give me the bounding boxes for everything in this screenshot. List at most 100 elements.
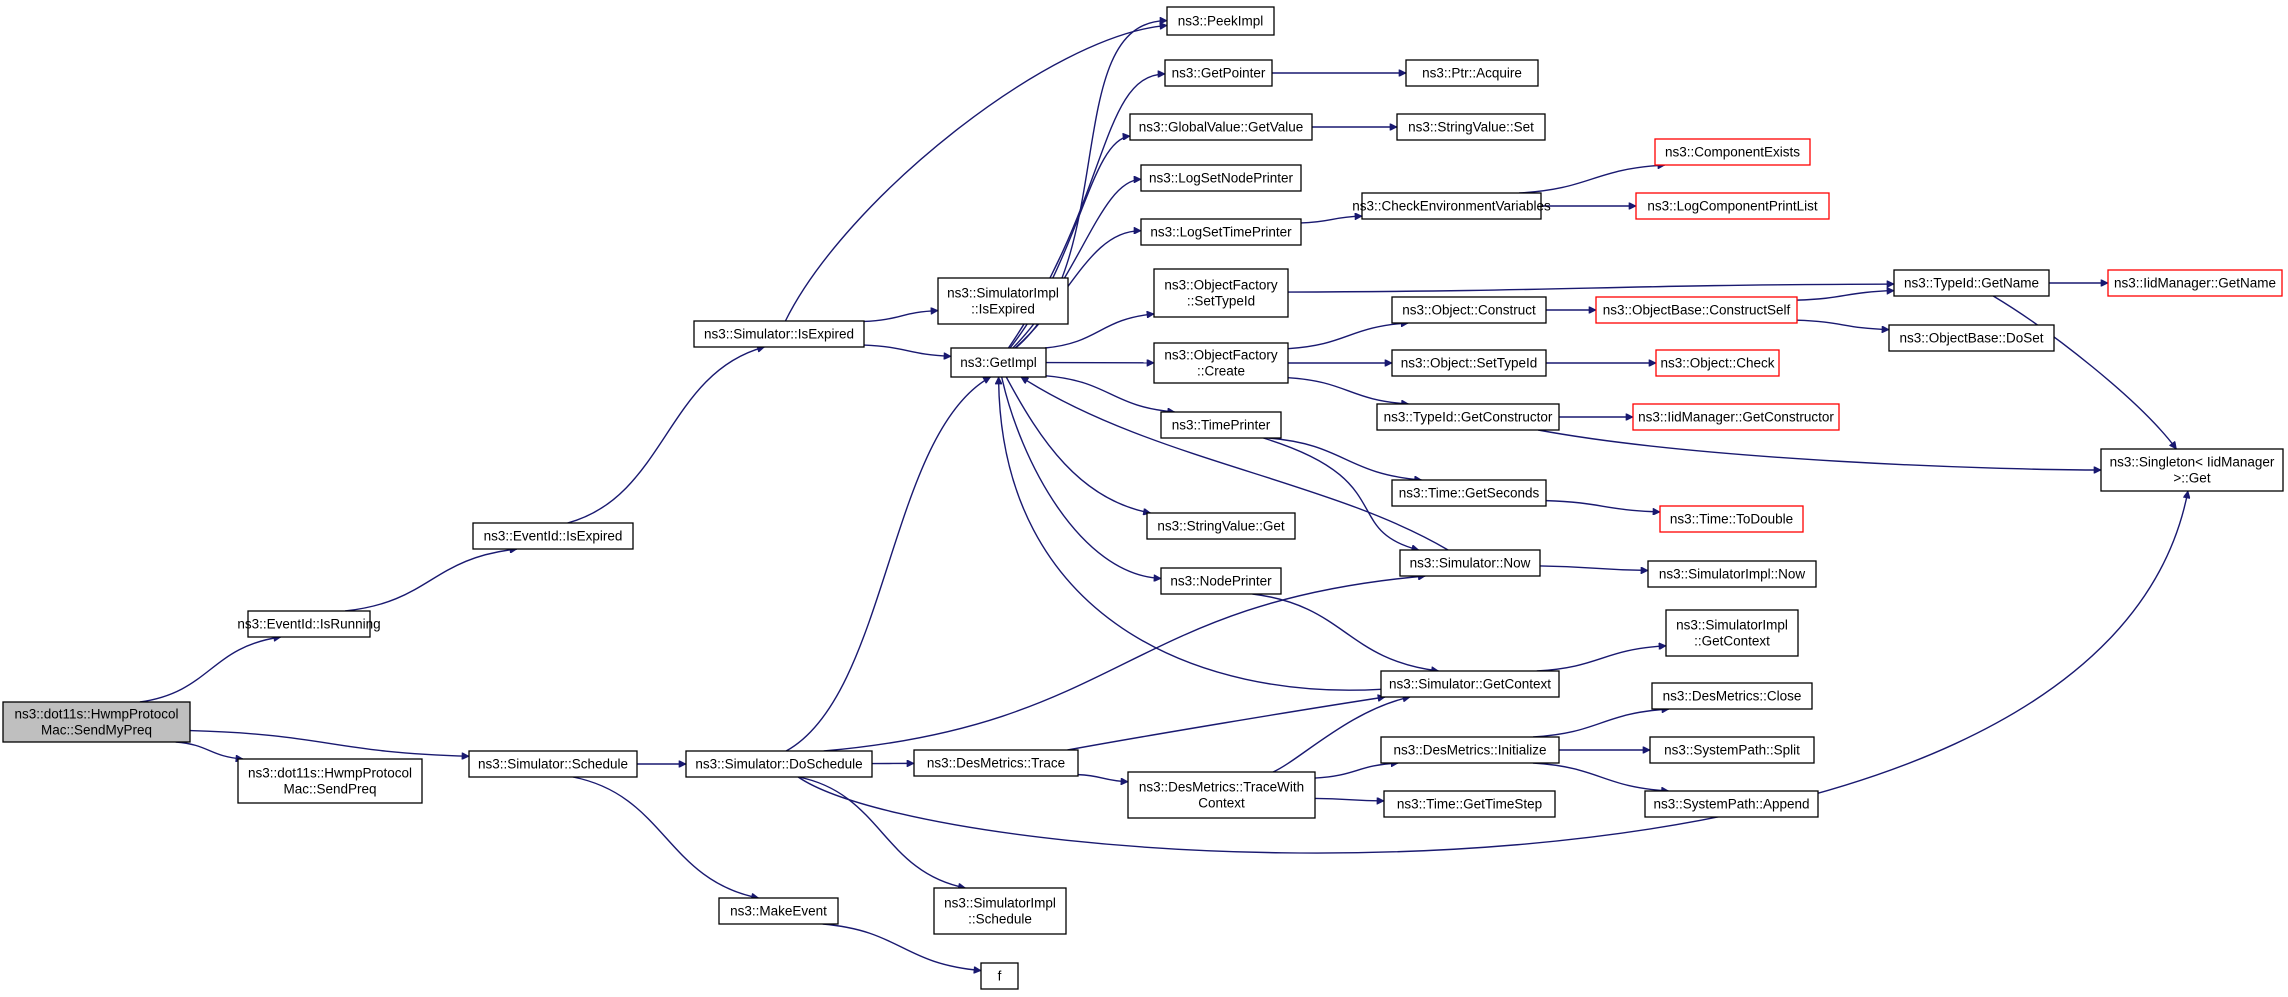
- node-eventid-isexpired[interactable]: ns3::EventId::IsExpired: [472, 522, 634, 550]
- node-simulator-now[interactable]: ns3::Simulator::Now: [1399, 549, 1541, 577]
- node-label: ns3::Simulator::Schedule: [478, 757, 628, 772]
- edge-simulator-getcontext-to-simulatorimpl-getcontext: [1536, 646, 1666, 672]
- node-peekimpl[interactable]: ns3::PeekImpl: [1166, 6, 1275, 36]
- node-box: [2, 701, 191, 743]
- node-label: ns3::ComponentExists: [1665, 145, 1800, 160]
- node-object-construct[interactable]: ns3::Object::Construct: [1391, 296, 1547, 324]
- edge-sendmypreq-to-eventid-isrunning: [139, 637, 281, 703]
- node-timeprinter[interactable]: ns3::TimePrinter: [1160, 411, 1282, 439]
- edge-simulator-getcontext-to-getimpl: [999, 377, 1382, 691]
- node-label: ns3::PeekImpl: [1178, 14, 1264, 29]
- edge-typeid-getconstructor-to-singleton-get: [1538, 429, 2101, 470]
- node-label: ns3::EventId::IsRunning: [237, 617, 380, 632]
- node-label: ns3::StringValue::Get: [1157, 519, 1285, 534]
- node-objectfactory-create[interactable]: ns3::ObjectFactory::Create: [1153, 342, 1289, 384]
- node-label: ns3::DesMetrics::Close: [1663, 689, 1802, 704]
- node-componentexists[interactable]: ns3::ComponentExists: [1654, 138, 1811, 166]
- node-label: ns3::Simulator::DoSchedule: [695, 757, 862, 772]
- edge-simulator-isexpired-to-simulatorimpl-isexpired: [863, 311, 938, 323]
- edges-layer: [139, 21, 2188, 971]
- node-box: [1383, 790, 1556, 818]
- node-label: ns3::GetImpl: [960, 355, 1037, 370]
- node-object-settypeid[interactable]: ns3::Object::SetTypeId: [1391, 349, 1547, 377]
- node-singleton-get[interactable]: ns3::Singleton< IidManager >::Get: [2100, 448, 2284, 492]
- node-logcomponentprintlist[interactable]: ns3::LogComponentPrintList: [1635, 192, 1830, 220]
- node-box: [1153, 268, 1289, 318]
- edge-simulator-isexpired-to-getimpl: [863, 344, 951, 356]
- node-simulatorimpl-getcontext[interactable]: ns3::SimulatorImpl::GetContext: [1665, 609, 1799, 657]
- node-label: Mac::SendPreq: [283, 782, 376, 797]
- node-label: ::Create: [1197, 364, 1245, 379]
- node-label: ns3::Simulator::GetContext: [1389, 677, 1551, 692]
- node-getimpl[interactable]: ns3::GetImpl: [950, 347, 1047, 378]
- node-box: [913, 749, 1079, 777]
- node-iidmanager-getname[interactable]: ns3::IidManager::GetName: [2107, 269, 2283, 297]
- node-simulatorimpl-now[interactable]: ns3::SimulatorImpl::Now: [1647, 560, 1817, 588]
- node-time-todouble[interactable]: ns3::Time::ToDouble: [1659, 505, 1804, 533]
- node-simulator-isexpired[interactable]: ns3::Simulator::IsExpired: [693, 320, 865, 348]
- edge-eventid-isexpired-to-simulator-isexpired: [567, 347, 765, 524]
- node-objectfactory-settypeid[interactable]: ns3::ObjectFactory::SetTypeId: [1153, 268, 1289, 318]
- node-systempath-split[interactable]: ns3::SystemPath::Split: [1649, 736, 1815, 764]
- node-stringvalue-set[interactable]: ns3::StringValue::Set: [1396, 113, 1546, 141]
- edge-objectfactory-create-to-typeid-getconstructor: [1287, 376, 1409, 404]
- node-box: [1632, 403, 1840, 431]
- node-objectbase-constructself[interactable]: ns3::ObjectBase::ConstructSelf: [1595, 296, 1798, 324]
- node-ptr-acquire[interactable]: ns3::Ptr::Acquire: [1405, 59, 1539, 87]
- node-label: ns3::MakeEvent: [730, 904, 827, 919]
- node-desmetrics-trace[interactable]: ns3::DesMetrics::Trace: [913, 749, 1079, 777]
- node-label: ns3::Simulator::IsExpired: [704, 327, 854, 342]
- node-box: [1651, 682, 1813, 710]
- node-time-gettimestep[interactable]: ns3::Time::GetTimeStep: [1383, 790, 1556, 818]
- node-desmetrics-initialize[interactable]: ns3::DesMetrics::Initialize: [1380, 736, 1560, 764]
- node-box: [1655, 349, 1780, 377]
- node-time-getseconds[interactable]: ns3::Time::GetSeconds: [1391, 479, 1547, 507]
- node-box: [1361, 192, 1542, 220]
- node-box: [685, 750, 873, 778]
- node-nodeprinter[interactable]: ns3::NodePrinter: [1160, 567, 1282, 595]
- node-getpointer[interactable]: ns3::GetPointer: [1164, 59, 1273, 87]
- node-desmetrics-close[interactable]: ns3::DesMetrics::Close: [1651, 682, 1813, 710]
- node-logsetnodeprinter[interactable]: ns3::LogSetNodePrinter: [1140, 164, 1302, 192]
- node-box: [1140, 218, 1302, 246]
- node-box: [1140, 164, 1302, 192]
- node-objectbase-doset[interactable]: ns3::ObjectBase::DoSet: [1888, 324, 2055, 352]
- edge-timeprinter-to-time-getseconds: [1268, 437, 1421, 480]
- node-simulator-doschedule[interactable]: ns3::Simulator::DoSchedule: [685, 750, 873, 778]
- node-globalvalue-getvalue[interactable]: ns3::GlobalValue::GetValue: [1129, 113, 1313, 141]
- node-label: ns3::ObjectFactory: [1164, 348, 1278, 363]
- node-box: [933, 887, 1067, 935]
- node-eventid-isrunning[interactable]: ns3::EventId::IsRunning: [237, 610, 381, 638]
- node-simulatorimpl-isexpired[interactable]: ns3::SimulatorImpl::IsExpired: [937, 277, 1069, 325]
- node-simulatorimpl-schedule[interactable]: ns3::SimulatorImpl::Schedule: [933, 887, 1067, 935]
- edge-simulator-now-to-getimpl: [1021, 376, 1449, 551]
- node-box: [237, 758, 423, 804]
- node-simulator-schedule[interactable]: ns3::Simulator::Schedule: [468, 750, 638, 778]
- node-label: ns3::IidManager::GetConstructor: [1638, 410, 1834, 425]
- node-simulator-getcontext[interactable]: ns3::Simulator::GetContext: [1380, 670, 1560, 698]
- edge-objectbase-constructself-to-objectbase-doset: [1796, 319, 1889, 329]
- node-typeid-getname[interactable]: ns3::TypeId::GetName: [1893, 269, 2050, 297]
- edge-simulator-doschedule-to-getimpl: [785, 376, 990, 752]
- node-label: ns3::Singleton< IidManager: [2110, 455, 2275, 470]
- node-label: ns3::GlobalValue::GetValue: [1139, 120, 1304, 135]
- node-logsettimeprinter[interactable]: ns3::LogSetTimePrinter: [1140, 218, 1302, 246]
- node-label: ns3::TimePrinter: [1172, 418, 1271, 433]
- node-makeevent[interactable]: ns3::MakeEvent: [718, 897, 839, 925]
- node-iidmanager-getconstructor[interactable]: ns3::IidManager::GetConstructor: [1632, 403, 1840, 431]
- node-box: [1659, 505, 1804, 533]
- node-box: [472, 522, 634, 550]
- node-checkenvironmentvariables[interactable]: ns3::CheckEnvironmentVariables: [1352, 192, 1551, 220]
- node-object-check[interactable]: ns3::Object::Check: [1655, 349, 1780, 377]
- node-typeid-getconstructor[interactable]: ns3::TypeId::GetConstructor: [1376, 403, 1560, 431]
- node-f[interactable]: f: [980, 962, 1019, 990]
- edge-sendmypreq-to-sendpreq: [175, 741, 243, 759]
- node-systempath-append[interactable]: ns3::SystemPath::Append: [1644, 790, 1819, 818]
- edge-logsettimeprinter-to-checkenvironmentvariables: [1300, 216, 1362, 224]
- node-label: ns3::dot11s::HwmpProtocol: [14, 707, 178, 722]
- node-stringvalue-get[interactable]: ns3::StringValue::Get: [1146, 512, 1296, 540]
- node-label: Context: [1198, 796, 1245, 811]
